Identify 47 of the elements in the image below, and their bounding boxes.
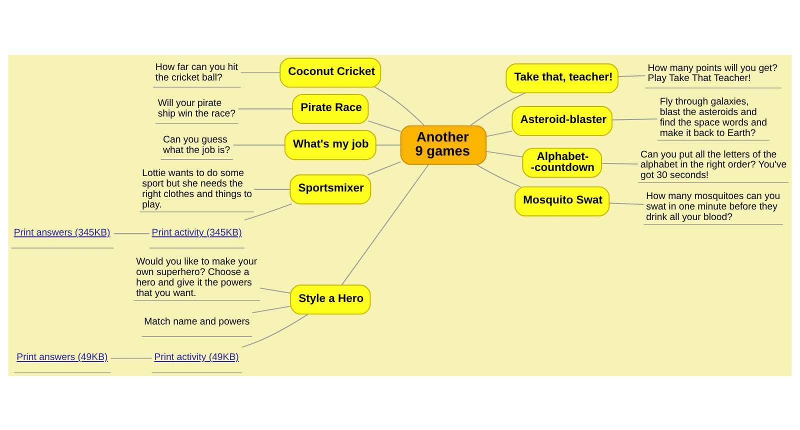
connector — [608, 202, 644, 204]
connector — [601, 162, 639, 164]
node-text: Print activity (345KB) — [152, 226, 242, 238]
node-text: Print answers (49KB) — [16, 351, 108, 362]
node-text: Print activity (49KB) — [154, 351, 239, 362]
connector — [375, 144, 401, 146]
connector — [110, 357, 152, 358]
connector — [486, 150, 523, 157]
node-text: Can you put all the letters of the alphabet in the right order? You've got 30 seconds! — [640, 148, 787, 181]
node-box: Mosquito Swat — [514, 186, 610, 216]
connector — [475, 163, 522, 187]
connector — [252, 305, 291, 313]
node-box: Another 9 games — [400, 124, 487, 164]
node-text: Match name and powers — [144, 316, 250, 328]
connector — [368, 120, 402, 132]
connector — [486, 130, 513, 136]
node-text: Will your pirate ship win the race? — [158, 98, 236, 120]
node-box: What's my job — [284, 130, 376, 160]
node-box: Coconut Cricket — [280, 57, 382, 88]
connector — [113, 232, 150, 234]
connector — [240, 72, 281, 73]
connector — [244, 202, 292, 220]
connector — [238, 108, 293, 109]
node-box: Asteroid-blaster — [512, 106, 612, 136]
connector — [374, 86, 425, 126]
connector — [242, 313, 309, 348]
connector — [260, 287, 291, 294]
node-text: Lottie wants to do some sport but she needs the right clothes and things to play. — [142, 168, 252, 210]
node-text: Fly through galaxies, blast the asteroids and find the space words and make it back to Earth? — [660, 96, 768, 138]
connector — [470, 92, 526, 126]
connector — [254, 188, 290, 190]
connector — [367, 160, 402, 175]
node-box: Take that, teacher! — [506, 62, 618, 93]
node-text: Print answers (345KB) — [14, 226, 110, 238]
node-box: Alphabet- -countdown — [522, 147, 602, 178]
node-text: Can you guess what the job is? — [163, 134, 230, 156]
node-text: How many mosquitoes can you swat in one minute before they drink all your blood? — [646, 190, 780, 223]
node-box: Pirate Race — [292, 93, 369, 124]
connector — [612, 118, 658, 120]
node-text: How many points will you get? Play Take That Teacher! — [648, 62, 778, 84]
node-box: Sportsmixer — [290, 174, 372, 204]
connector — [232, 144, 286, 146]
connector — [341, 164, 430, 286]
node-text: How far can you hit the cricket ball? — [155, 61, 238, 83]
node-box: Style a Hero — [290, 284, 371, 314]
connector — [618, 74, 646, 77]
node-text: Would you like to make your own superhero? Choose a hero and give it the powers that you want. — [136, 256, 258, 299]
